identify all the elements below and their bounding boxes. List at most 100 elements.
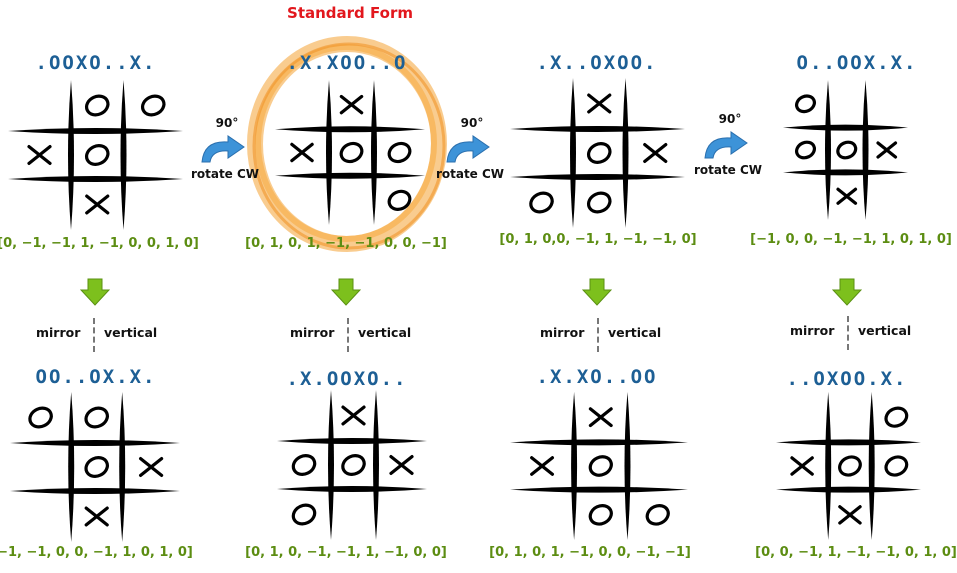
- mirror-axis-divider: [93, 318, 95, 352]
- mirror-axis-divider: [847, 316, 849, 350]
- x-mark: [587, 93, 612, 114]
- grid-line-horizontal: [510, 486, 688, 493]
- board-vector-bottom-4: [0, 0, −1, 1, −1, −1, 0, 1, 0]: [755, 545, 957, 560]
- x-mark: [790, 456, 814, 476]
- grid-line-horizontal: [10, 440, 180, 446]
- board-vector-bottom-1: [−1, −1, 0, 0, −1, 1, 0, 1, 0]: [0, 545, 193, 560]
- standard-form-title: Standard Form: [287, 4, 413, 22]
- grid-line-vertical: [571, 392, 578, 540]
- mirror-label-group-4: mirror vertical: [790, 316, 920, 350]
- grid-line-horizontal: [277, 438, 427, 444]
- board-state-bottom-3: .X.XO..OO: [536, 366, 658, 388]
- grid-line-vertical: [326, 80, 332, 225]
- board-state-top-3: .X..OXOO.: [536, 52, 658, 74]
- vertical-label: vertical: [858, 323, 912, 338]
- rotate-cw-arrow-icon: [201, 135, 245, 163]
- grid-line-vertical: [825, 80, 831, 220]
- board-bottom-2: [277, 390, 427, 540]
- rotate-label: rotate CW: [693, 163, 763, 177]
- grid-line-horizontal: [783, 169, 908, 176]
- mirror-axis-divider: [347, 318, 349, 352]
- o-mark: [140, 94, 166, 117]
- o-mark: [387, 189, 412, 211]
- x-mark: [290, 142, 314, 163]
- x-mark: [530, 456, 554, 476]
- o-mark: [588, 455, 613, 477]
- board-state-bottom-1: OO..OX.X.: [35, 366, 157, 388]
- o-mark: [529, 191, 554, 214]
- x-mark: [588, 407, 613, 428]
- arrow-down-icon: [582, 278, 612, 306]
- o-mark: [836, 140, 858, 160]
- vertical-label: vertical: [358, 325, 412, 340]
- board-top-3: [510, 78, 685, 228]
- rotate-degrees: 90°: [718, 112, 742, 126]
- o-mark: [794, 94, 817, 114]
- mirror-label: mirror: [290, 325, 335, 340]
- standard-form-highlight-ring: [247, 36, 447, 252]
- grid-line-vertical: [371, 80, 377, 225]
- grid-line-horizontal: [277, 486, 427, 492]
- board-state-top-2: .X.XOO..O: [286, 52, 408, 74]
- x-mark: [876, 141, 898, 159]
- mirror-label-group-3: mirror vertical: [540, 318, 670, 352]
- o-mark: [838, 455, 862, 477]
- board-state-bottom-4: ..OXOO.X.: [786, 368, 908, 390]
- grid-line-vertical: [868, 392, 875, 540]
- board-vector-top-4: [−1, 0, 0, −1, −1, 1, 0, 1, 0]: [750, 232, 952, 247]
- x-mark: [389, 455, 414, 475]
- grid-line-horizontal: [275, 126, 425, 133]
- arrow-down-icon: [832, 278, 862, 306]
- mirror-label-group-2: mirror vertical: [290, 318, 420, 352]
- x-mark: [836, 187, 858, 205]
- rotate-label: rotate CW: [435, 167, 505, 181]
- o-mark: [645, 504, 670, 526]
- rotate-cw-arrow-icon: [446, 135, 490, 163]
- board-top-4: [783, 80, 908, 220]
- o-mark: [341, 454, 366, 476]
- board-top-2: [275, 80, 425, 225]
- o-mark: [884, 455, 909, 477]
- rotate-cw-arrow-icon: [704, 131, 748, 159]
- rotate-degrees: 90°: [460, 116, 484, 130]
- grid-line-vertical: [862, 80, 869, 220]
- o-mark: [794, 140, 817, 160]
- board-top-1: [8, 80, 183, 230]
- mirror-label: mirror: [36, 325, 81, 340]
- board-state-bottom-2: .X.OOXO..: [286, 368, 408, 390]
- o-mark: [339, 141, 364, 164]
- arrow-down-icon: [80, 278, 110, 306]
- grid-line-horizontal: [275, 172, 425, 179]
- x-mark: [838, 505, 862, 525]
- x-mark: [341, 405, 366, 426]
- grid-line-vertical: [119, 392, 126, 542]
- grid-line-horizontal: [8, 176, 183, 182]
- board-vector-top-3: [0, 1, 0,0, −1, 1, −1, −1, 0]: [499, 232, 697, 247]
- o-mark: [884, 406, 909, 428]
- o-mark: [84, 406, 109, 429]
- rotate-group-1: 90° rotate CW: [190, 116, 260, 186]
- board-state-top-1: .OOXO..X.: [35, 52, 157, 74]
- o-mark: [586, 142, 612, 164]
- grid-line-horizontal: [776, 486, 921, 493]
- x-mark: [85, 194, 110, 215]
- grid-line-horizontal: [783, 124, 908, 131]
- vertical-label: vertical: [104, 325, 158, 340]
- grid-line-horizontal: [510, 439, 688, 446]
- x-mark: [27, 145, 52, 165]
- board-vector-top-1: [0, −1, −1, 1, −1, 0, 0, 1, 0]: [0, 236, 199, 251]
- o-mark: [588, 504, 613, 526]
- o-mark: [387, 141, 412, 164]
- mirror-axis-divider: [597, 318, 599, 352]
- board-state-top-4: O..OOX.X.: [796, 52, 918, 74]
- mirror-label: mirror: [790, 323, 835, 338]
- x-mark: [339, 94, 364, 115]
- vertical-label: vertical: [608, 325, 662, 340]
- board-bottom-1: [10, 392, 180, 542]
- x-mark: [84, 506, 109, 527]
- grid-line-horizontal: [510, 126, 685, 132]
- mirror-label: mirror: [540, 325, 585, 340]
- rotate-degrees: 90°: [215, 116, 239, 130]
- grid-line-vertical: [328, 390, 334, 540]
- grid-line-vertical: [622, 78, 629, 228]
